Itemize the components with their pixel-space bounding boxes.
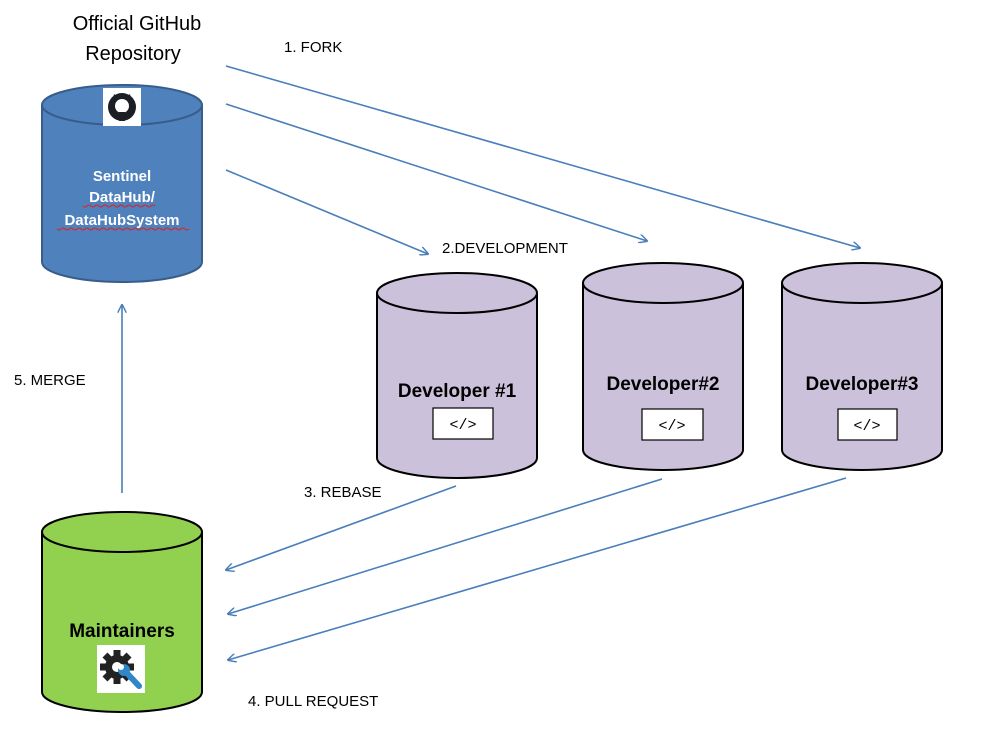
repository-cylinder: Sentinel DataHub/ DataHubSystem <box>41 84 203 283</box>
step-pull-request-label: 4. PULL REQUEST <box>248 693 378 710</box>
developer-2-label: Developer#2 <box>606 374 719 395</box>
fork-arrow-developer-3 <box>225 65 860 248</box>
rebase-arrow-developer-1 <box>226 485 457 570</box>
repo-name-line-2: DataHub/ <box>89 189 156 206</box>
svg-text:</>: </> <box>658 418 685 435</box>
code-icon: </> <box>432 407 494 440</box>
developer-cylinder-3: Developer#3 </> <box>781 262 943 471</box>
maintainers-cylinder: Maintainers <box>41 511 203 713</box>
developer-cylinder-1: Developer #1 </> <box>376 272 538 479</box>
repo-name-line-3: DataHubSystem <box>64 212 179 229</box>
svg-text:</>: </> <box>449 417 476 434</box>
fork-arrow-developer-2 <box>225 103 647 241</box>
pull-request-arrows <box>226 477 847 660</box>
fork-arrow-developer-1 <box>225 169 428 254</box>
step-rebase-label: 3. REBASE <box>304 484 382 501</box>
developer-cylinder-2: Developer#2 </> <box>582 262 744 471</box>
repo-title-line-2: Repository <box>85 43 181 65</box>
github-icon <box>103 88 141 126</box>
fork-arrows <box>225 65 860 254</box>
repo-name-line-1: Sentinel <box>93 168 151 185</box>
developer-3-label: Developer#3 <box>805 374 918 395</box>
svg-text:</>: </> <box>853 418 880 435</box>
developer-1-label: Developer #1 <box>398 381 517 402</box>
maintainers-label: Maintainers <box>69 621 175 642</box>
code-icon: </> <box>837 408 898 441</box>
pr-arrow-developer-3 <box>228 477 847 660</box>
step-merge-label: 5. MERGE <box>14 372 86 389</box>
repo-title-line-1: Official GitHub <box>73 13 202 35</box>
pr-arrow-developer-2 <box>228 478 663 614</box>
step-development-label: 2.DEVELOPMENT <box>442 240 568 257</box>
step-fork-label: 1. FORK <box>284 39 342 56</box>
code-icon: </> <box>641 408 704 441</box>
gear-wrench-icon <box>97 645 145 693</box>
